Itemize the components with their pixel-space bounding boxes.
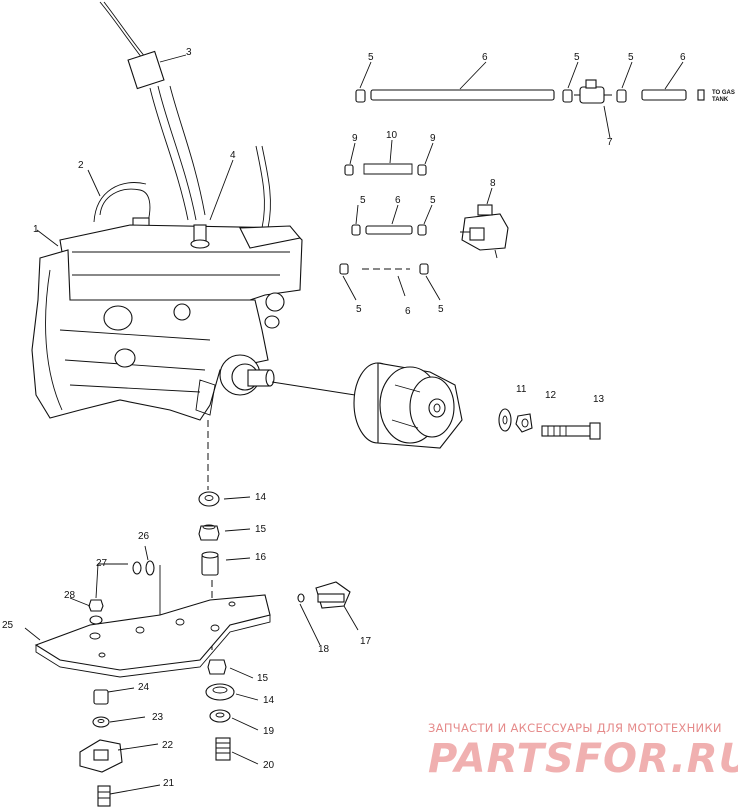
fuel-line-row-middle (339, 163, 429, 275)
callout-2: 2 (78, 160, 84, 171)
callout-18: 18 (318, 644, 330, 655)
gas-tank-label-line1: TO GAS (712, 90, 735, 96)
washer-14-lower (205, 683, 235, 701)
callout-6: 6 (405, 306, 411, 317)
callout-19: 19 (263, 726, 275, 737)
callout-7: 7 (607, 137, 613, 148)
callout-6: 6 (482, 52, 488, 63)
engine-assembly (31, 1, 303, 421)
callout-labels: 1 2 3 4 5 5 5 5 5 5 5 6 6 6 6 7 8 9 9 10… (2, 47, 735, 789)
callout-10: 10 (386, 130, 398, 141)
gas-tank-label-line2: TANK (712, 97, 729, 103)
callout-26: 26 (138, 531, 150, 542)
bracket-22 (79, 739, 123, 773)
callout-16: 16 (255, 552, 267, 563)
callout-20: 20 (263, 760, 275, 771)
bolt-17 (297, 581, 351, 609)
washer-19 (209, 709, 231, 723)
callout-23: 23 (152, 712, 164, 723)
callout-21: 21 (163, 778, 175, 789)
washer-11 (498, 408, 512, 432)
callout-1: 1 (33, 224, 39, 235)
callout-3: 3 (186, 47, 192, 58)
callout-5: 5 (368, 52, 374, 63)
watermark: ЗАПЧАСТИ И АКСЕССУАРЫ ДЛЯ МОТОТЕХНИКИ PA… (428, 721, 738, 782)
spacer-24 (93, 689, 109, 705)
callout-5: 5 (360, 195, 366, 206)
callout-8: 8 (490, 178, 496, 189)
fuel-line-row-top (355, 79, 705, 104)
nut-15-lower (207, 659, 227, 675)
callout-6: 6 (680, 52, 686, 63)
callout-11: 11 (516, 384, 527, 395)
bolt-27-and-washer-26 (132, 560, 155, 576)
fuel-filter-7 (574, 79, 612, 104)
mounting-plate-25 (34, 565, 271, 678)
callout-24: 24 (138, 682, 150, 693)
callout-15: 15 (257, 673, 269, 684)
callout-6: 6 (395, 195, 401, 206)
callout-12: 12 (545, 390, 557, 401)
watermark-tagline: ЗАПЧАСТИ И АКСЕССУАРЫ ДЛЯ МОТОТЕХНИКИ (428, 721, 722, 735)
fuel-pump-8 (460, 204, 509, 259)
spacer-16 (201, 551, 219, 576)
callout-5: 5 (438, 304, 444, 315)
washer-23 (92, 716, 110, 728)
nut-15-upper (198, 524, 220, 541)
callout-15: 15 (255, 524, 267, 535)
callout-28: 28 (64, 590, 76, 601)
watermark-logo: PARTSFOR.RU (428, 736, 738, 782)
callout-13: 13 (593, 394, 605, 405)
bolt-13 (541, 422, 601, 440)
lock-washer-12 (515, 413, 533, 433)
washer-14-upper (198, 491, 220, 507)
callout-5: 5 (574, 52, 580, 63)
bolt-20 (215, 737, 231, 761)
callout-9: 9 (430, 133, 436, 144)
callout-5: 5 (356, 304, 362, 315)
drive-clutch (353, 362, 463, 449)
callout-17: 17 (360, 636, 372, 647)
callout-5: 5 (628, 52, 634, 63)
bolt-21 (97, 785, 111, 807)
callout-25: 25 (2, 620, 14, 631)
callout-14: 14 (255, 492, 267, 503)
callout-9: 9 (352, 133, 358, 144)
nut-28 (88, 599, 104, 625)
callout-27: 27 (96, 558, 108, 569)
callout-4: 4 (230, 150, 236, 161)
alignment-line (271, 381, 356, 396)
callout-14: 14 (263, 695, 275, 706)
callout-22: 22 (162, 740, 174, 751)
callout-5: 5 (430, 195, 436, 206)
